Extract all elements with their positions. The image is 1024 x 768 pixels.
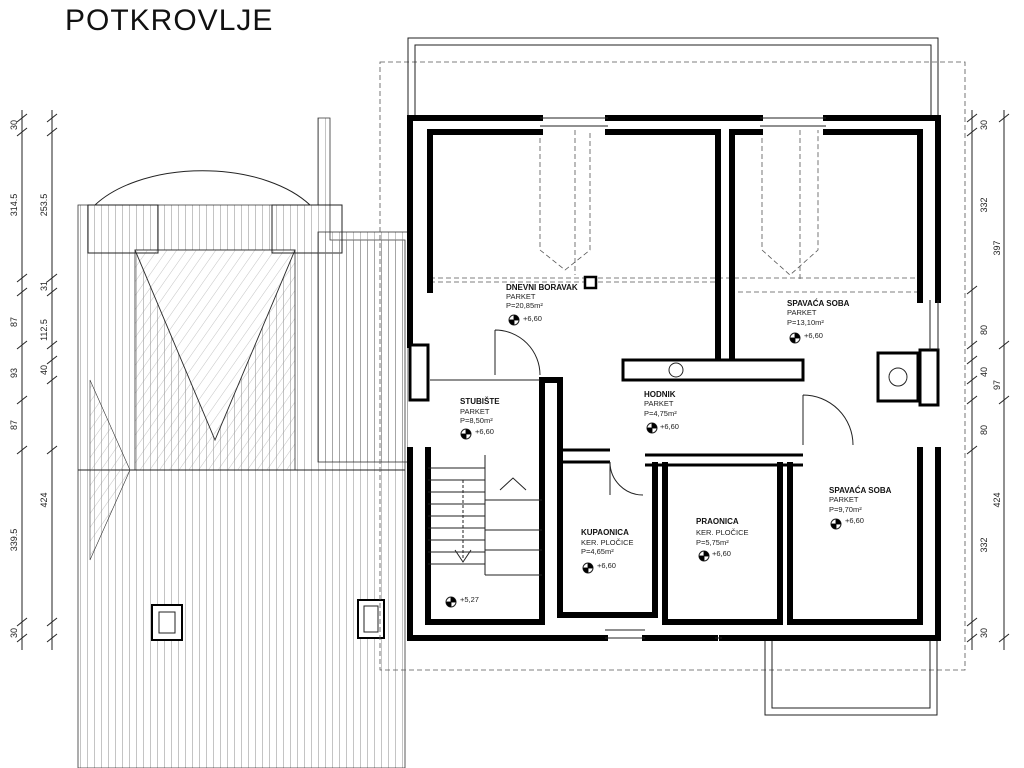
room-area: P=20,85m² bbox=[506, 301, 543, 310]
room-hodnik: HODNIK PARKET P=4,75m² +6,60 bbox=[644, 390, 679, 431]
room-dnevni-boravak: DNEVNI BORAVAK PARKET P=20,85m² +6,60 bbox=[506, 283, 578, 323]
room-floor: PARKET bbox=[506, 292, 536, 301]
dimension-label: 30 bbox=[9, 628, 19, 638]
room-level: +6,60 bbox=[845, 516, 864, 525]
dimension-label: 30 bbox=[979, 120, 989, 130]
dimension-label: 424 bbox=[39, 492, 49, 507]
room-name: HODNIK bbox=[644, 390, 676, 399]
dimension-label: 87 bbox=[9, 420, 19, 430]
plan-title: POTKROVLJE bbox=[65, 4, 273, 37]
room-name: STUBIŠTE bbox=[460, 397, 500, 406]
dimension-label: 80 bbox=[979, 425, 989, 435]
room-level: +6,60 bbox=[475, 427, 494, 436]
dimension-label: 40 bbox=[39, 365, 49, 375]
room-stubiste: STUBIŠTE PARKET P=8,50m² +6,60 bbox=[460, 397, 500, 436]
dimension-label: 339.5 bbox=[9, 529, 19, 552]
dimensions-right-inner: 30 332 80 40 80 332 30 bbox=[979, 120, 989, 638]
room-level: +6,60 bbox=[660, 422, 679, 431]
stairs bbox=[428, 455, 542, 576]
dimension-label: 31 bbox=[39, 281, 49, 291]
room-area: P=5,75m² bbox=[696, 538, 729, 547]
room-area: P=4,65m² bbox=[581, 547, 614, 556]
room-area: P=8,50m² bbox=[460, 416, 493, 425]
dimensions-right-outer: 397 97 424 bbox=[992, 240, 1002, 507]
chimney-wall bbox=[621, 358, 805, 382]
room-level: +6,60 bbox=[712, 549, 731, 558]
room-level: +6,60 bbox=[804, 331, 823, 340]
room-spavaca-soba-1: SPAVAĆA SOBA PARKET P=13,10m² +6,60 bbox=[787, 299, 850, 340]
chimney-core bbox=[876, 351, 920, 403]
room-area: P=4,75m² bbox=[644, 409, 677, 418]
dimensions-left-inner: 253.5 31 112.5 40 424 bbox=[39, 194, 49, 508]
dimension-label: 97 bbox=[992, 380, 1002, 390]
room-name: DNEVNI BORAVAK bbox=[506, 283, 578, 292]
dimension-label: 87 bbox=[9, 317, 19, 327]
dimension-label: 397 bbox=[992, 240, 1002, 255]
room-floor: PARKET bbox=[787, 308, 817, 317]
ceiling-lines bbox=[430, 130, 918, 293]
walls bbox=[407, 115, 941, 641]
roof-left bbox=[77, 117, 409, 768]
room-name: SPAVAĆA SOBA bbox=[829, 486, 892, 495]
dimensions-left-outer: 30 314.5 87 93 87 339.5 30 bbox=[9, 120, 19, 638]
room-area: P=9,70m² bbox=[829, 505, 862, 514]
room-name: KUPAONICA bbox=[581, 528, 629, 537]
room-level: +6,60 bbox=[523, 314, 542, 323]
dimension-label: 80 bbox=[979, 325, 989, 335]
room-level: +6,60 bbox=[597, 561, 616, 570]
chimney-left bbox=[151, 604, 183, 641]
dimension-label: 93 bbox=[9, 368, 19, 378]
room-name: PRAONICA bbox=[696, 517, 739, 526]
room-floor: PARKET bbox=[644, 399, 674, 408]
room-kupaonica: KUPAONICA KER. PLOČICE P=4,65m² +6,60 bbox=[581, 528, 634, 570]
dimension-label: 30 bbox=[979, 628, 989, 638]
room-spavaca-soba-2: SPAVAĆA SOBA PARKET P=9,70m² +6,60 bbox=[829, 486, 892, 525]
level-markers bbox=[445, 275, 842, 608]
room-name: SPAVAĆA SOBA bbox=[787, 299, 850, 308]
dimension-label: 332 bbox=[979, 197, 989, 212]
dimension-label: 40 bbox=[979, 367, 989, 377]
doors bbox=[494, 329, 854, 496]
room-praonica: PRAONICA KER. PLOČICE P=5,75m² +6,60 bbox=[696, 517, 749, 558]
stair-level-label: +5,27 bbox=[460, 595, 479, 604]
room-floor: PARKET bbox=[829, 495, 859, 504]
dimension-label: 332 bbox=[979, 537, 989, 552]
room-area: P=13,10m² bbox=[787, 318, 824, 327]
dimension-label: 30 bbox=[9, 120, 19, 130]
room-floor: KER. PLOČICE bbox=[696, 528, 749, 537]
dimension-label: 314.5 bbox=[9, 194, 19, 217]
dimension-label: 253.5 bbox=[39, 194, 49, 217]
dimension-label: 424 bbox=[992, 492, 1002, 507]
dimension-label: 112.5 bbox=[39, 319, 49, 341]
room-floor: PARKET bbox=[460, 407, 490, 416]
room-floor: KER. PLOČICE bbox=[581, 538, 634, 547]
dimension-lines bbox=[16, 110, 1010, 650]
